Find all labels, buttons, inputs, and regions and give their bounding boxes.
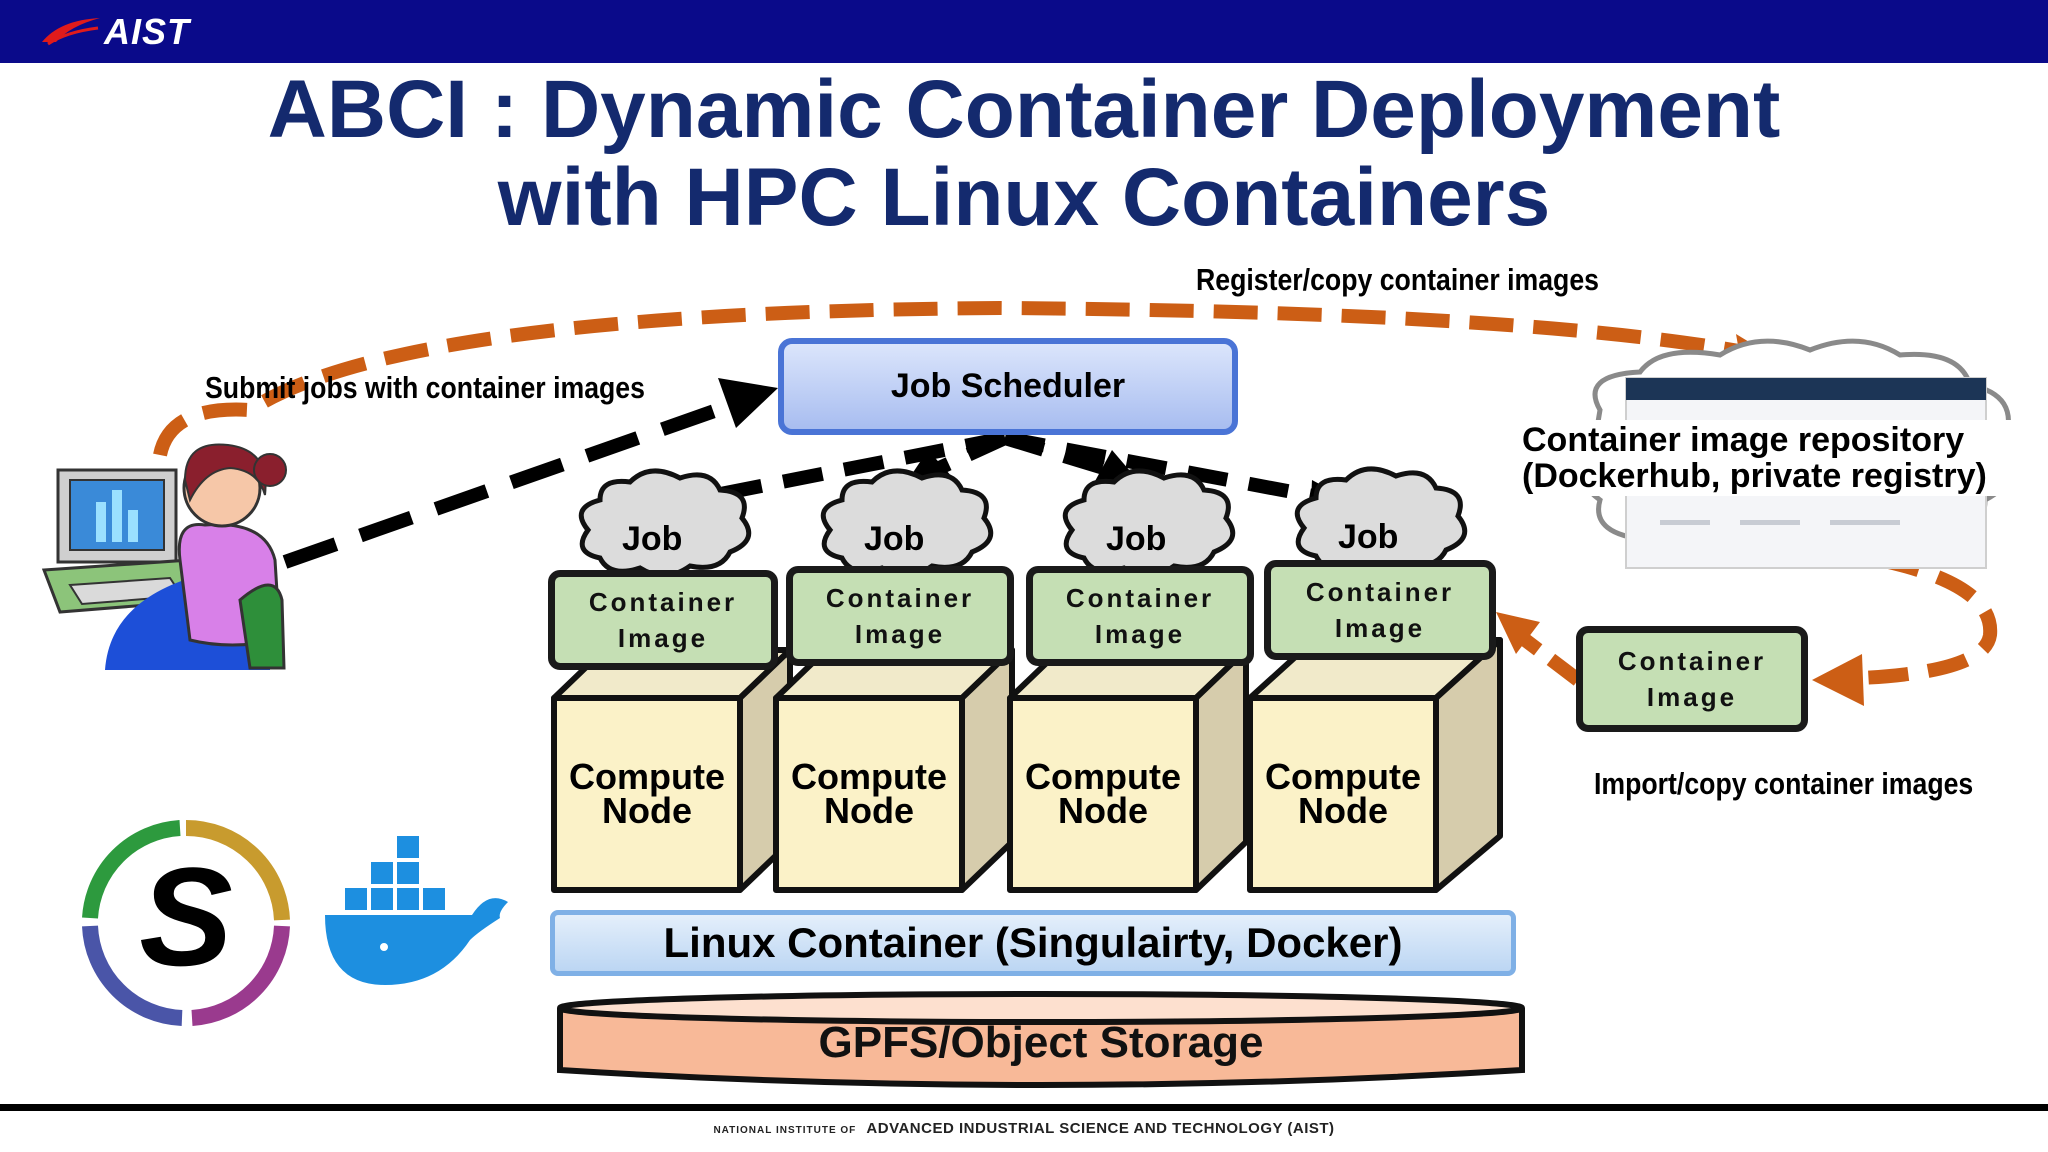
gpfs-label: GPFS/Object Storage — [818, 1018, 1264, 1067]
compute-node-4-label: Compute Node — [1250, 756, 1436, 831]
container-image-3-line-2: Image — [1094, 619, 1186, 649]
import-container-image: Container Image — [1576, 626, 1808, 732]
compute-node-4-line-1: Compute — [1265, 756, 1421, 797]
singularity-logo-icon: S — [82, 819, 290, 1026]
logo-text: AIST — [104, 11, 191, 52]
dispatch-arrows — [688, 431, 1337, 507]
compute-node-2-line-2: Node — [824, 790, 914, 831]
footer-rule — [0, 1104, 2048, 1111]
container-image-3-line-1: Container — [1065, 583, 1215, 613]
repo-screenshot-navbar — [1626, 378, 1986, 400]
import-loop-path — [1859, 553, 1998, 685]
container-image-2-line-1: Container — [825, 583, 975, 613]
compute-node-2-label: Compute Node — [776, 756, 962, 831]
svg-text:S: S — [139, 838, 232, 995]
compute-node-1-line-1: Compute — [569, 756, 725, 797]
aist-logo: AIST — [40, 10, 190, 54]
footer: NATIONAL INSTITUTE OF ADVANCED INDUSTRIA… — [0, 1120, 2048, 1137]
job-label-3: Job — [1106, 520, 1167, 558]
compute-node-4-line-2: Node — [1298, 790, 1388, 831]
container-image-4-line-1: Container — [1305, 577, 1455, 607]
repository-label: Container image repository (Dockerhub, p… — [1518, 420, 2026, 496]
linux-container-bar: Linux Container (Singulairty, Docker) — [550, 910, 1516, 976]
import-label: Import/copy container images — [1594, 766, 1974, 801]
container-image-2: Container Image — [786, 566, 1014, 666]
import-image-line-2: Image — [1646, 682, 1738, 712]
job-label-4: Job — [1338, 518, 1399, 556]
submit-label: Submit jobs with container images — [205, 370, 645, 405]
page-title: ABCI : Dynamic Container Deployment with… — [0, 66, 2048, 242]
compute-node-3-label: Compute Node — [1010, 756, 1196, 831]
register-arrow-path — [153, 300, 1762, 457]
compute-node-1-line-2: Node — [602, 790, 692, 831]
title-line-1: ABCI : Dynamic Container Deployment — [267, 64, 1781, 155]
import-loop-head — [1812, 654, 1864, 706]
import-to-node-path — [1515, 630, 1583, 686]
container-image-4-line-2: Image — [1334, 613, 1426, 643]
compute-node-2-line-1: Compute — [791, 756, 947, 797]
compute-node-3-line-1: Compute — [1025, 756, 1181, 797]
job-label-1: Job — [622, 520, 683, 558]
container-image-1: Container Image — [548, 570, 778, 670]
repository-line-2: (Dockerhub, private registry) — [1522, 457, 1987, 495]
submit-arrow-path — [282, 395, 743, 569]
header-bar — [0, 0, 2048, 63]
job-scheduler-label: Job Scheduler — [890, 367, 1126, 405]
repository-line-1: Container image repository — [1522, 421, 1965, 459]
register-label: Register/copy container images — [1196, 262, 1600, 297]
gpfs-disk — [557, 991, 1525, 1088]
container-image-4: Container Image — [1264, 560, 1496, 660]
compute-node-1-label: Compute Node — [554, 756, 740, 831]
container-image-2-line-2: Image — [854, 619, 946, 649]
import-image-line-1: Container — [1617, 646, 1767, 676]
repo-screenshot-links — [1660, 520, 1900, 525]
title-line-2: with HPC Linux Containers — [497, 152, 1551, 243]
user-computer-icon — [41, 443, 287, 670]
aist-logo-icon — [42, 18, 100, 46]
docker-logo-icon — [325, 836, 508, 985]
linux-container-label: Linux Container (Singulairty, Docker) — [663, 919, 1403, 966]
compute-node-3-line-2: Node — [1058, 790, 1148, 831]
footer-prefix: NATIONAL INSTITUTE OF — [713, 1125, 857, 1136]
job-label-2: Job — [864, 520, 925, 558]
import-to-node-head — [1496, 612, 1540, 654]
container-image-1-line-1: Container — [588, 587, 738, 617]
container-image-3: Container Image — [1026, 566, 1254, 666]
job-scheduler-box: Job Scheduler — [778, 338, 1238, 435]
footer-text: ADVANCED INDUSTRIAL SCIENCE AND TECHNOLO… — [866, 1120, 1335, 1137]
submit-arrow-head — [718, 378, 778, 428]
container-image-1-line-2: Image — [617, 623, 709, 653]
